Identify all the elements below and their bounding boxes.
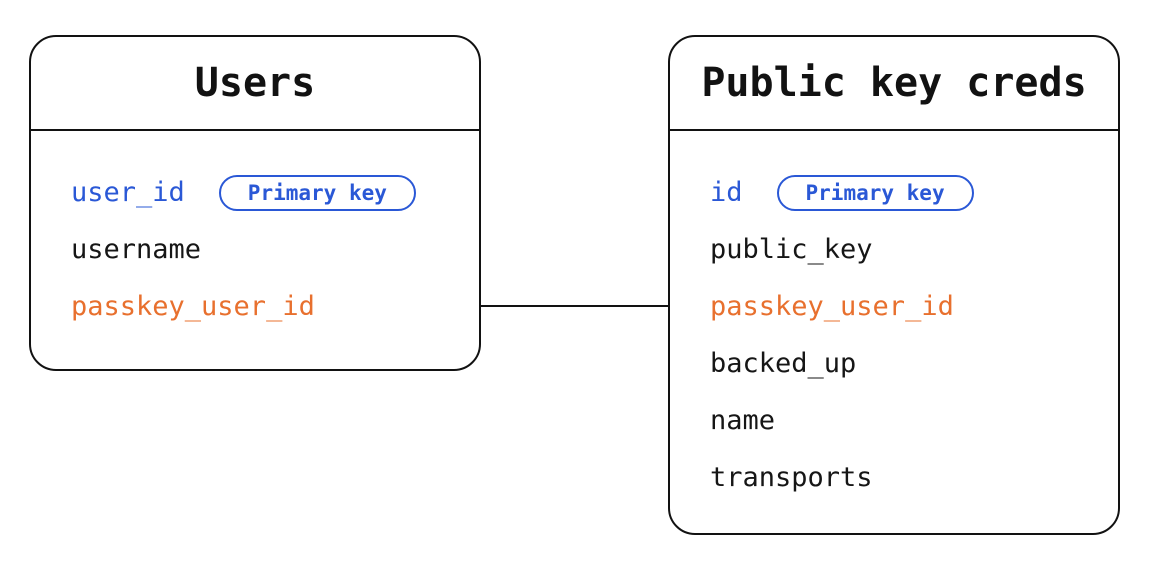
field-row-backed-up: backed_up [710,335,1098,392]
field-row-user-id: user_id Primary key [71,164,459,221]
table-node-users: Users user_id Primary key username passk… [29,35,481,371]
field-name-name: name [710,405,776,436]
table-body-users: user_id Primary key username passkey_use… [31,131,479,335]
field-row-name: name [710,392,1098,449]
field-row-public-key: public_key [710,221,1098,278]
field-name-username: username [71,234,202,265]
field-name-passkey-user-id: passkey_user_id [71,291,315,322]
table-title-public-key-creds: Public key creds [701,60,1087,106]
field-row-passkey-user-id: passkey_user_id [710,278,1098,335]
relationship-connector-line [481,305,668,307]
field-name-id: id [710,177,743,208]
primary-key-badge: Primary key [218,174,416,211]
field-row-username: username [71,221,459,278]
field-name-user-id: user_id [71,177,185,208]
field-row-id: id Primary key [710,164,1098,221]
field-name-transports: transports [710,462,873,493]
field-row-transports: transports [710,449,1098,506]
field-name-public-key: public_key [710,234,873,265]
field-name-passkey-user-id: passkey_user_id [710,291,954,322]
primary-key-badge: Primary key [776,174,974,211]
table-header-public-key-creds: Public key creds [670,37,1118,131]
field-row-passkey-user-id: passkey_user_id [71,278,459,335]
table-header-users: Users [31,37,479,131]
table-node-public-key-creds: Public key creds id Primary key public_k… [668,35,1120,535]
field-name-backed-up: backed_up [710,348,857,379]
table-body-public-key-creds: id Primary key public_key passkey_user_i… [670,131,1118,506]
table-title-users: Users [194,60,316,106]
